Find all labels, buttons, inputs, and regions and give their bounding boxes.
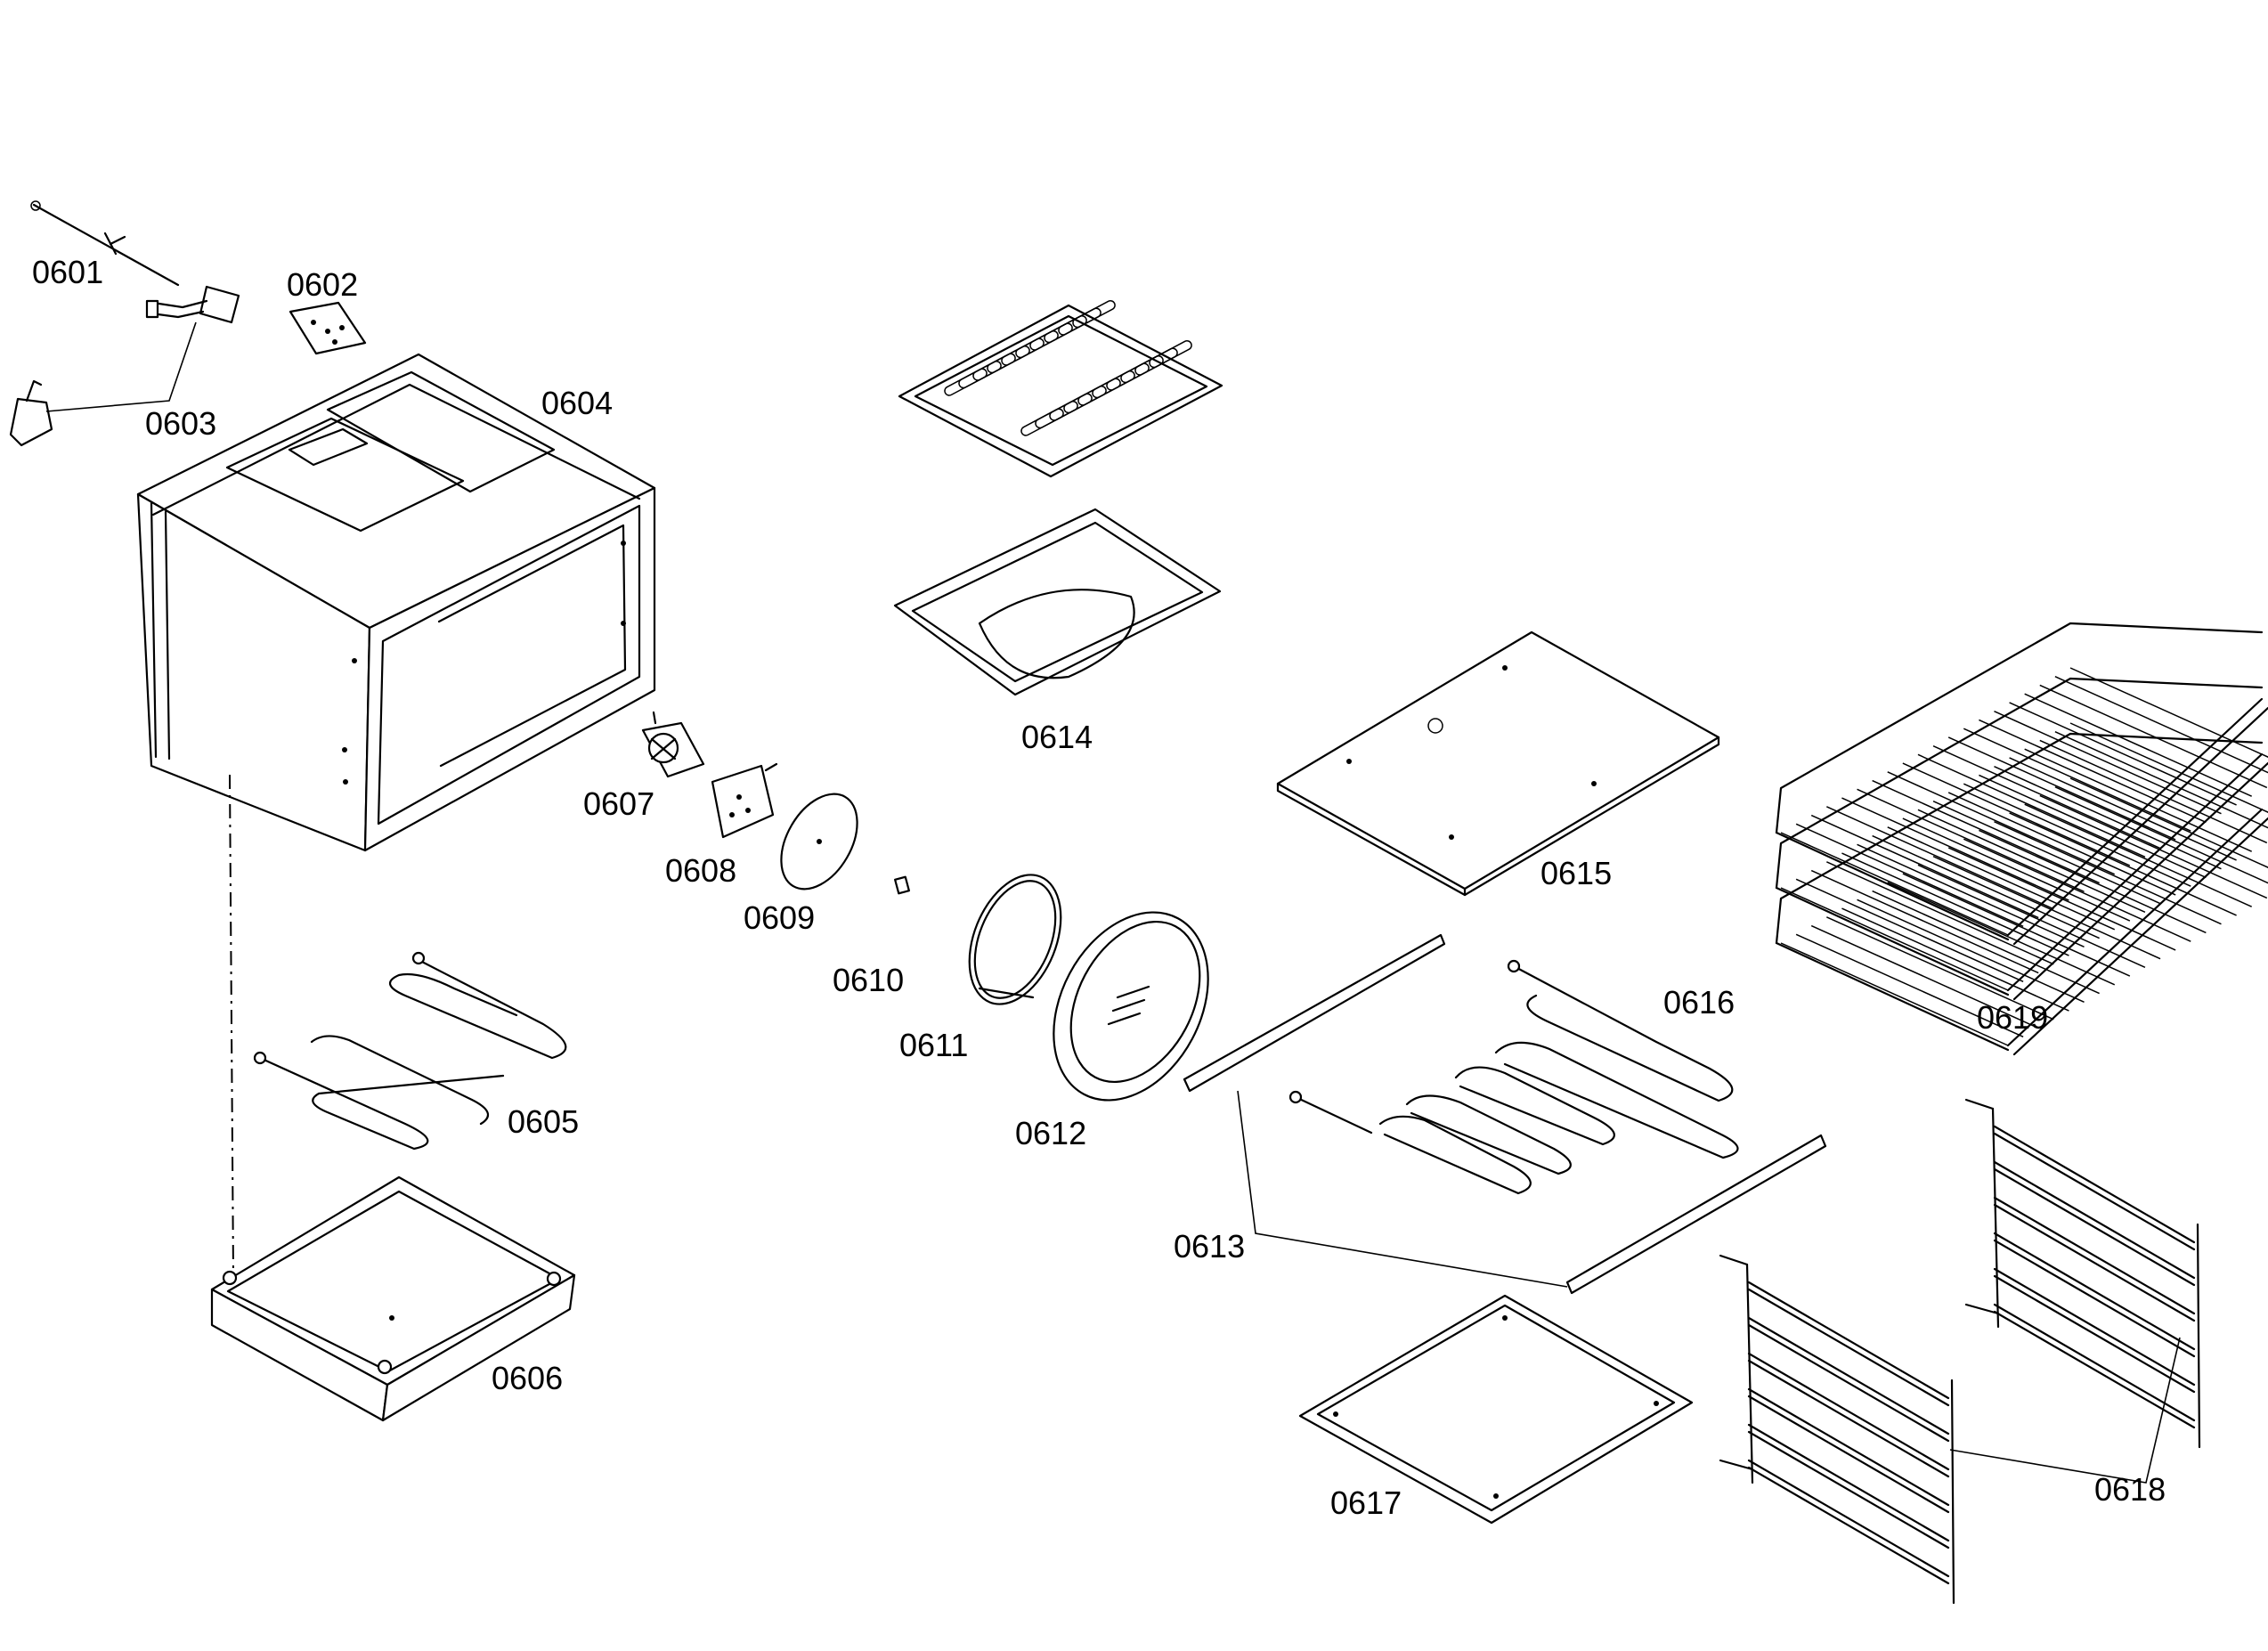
part-0602-terminal-block[interactable] [289,301,367,355]
part-0603-switch[interactable] [9,285,240,447]
part-0617-bottom-panel[interactable] [1298,1294,1694,1525]
part-0618-rack-supports[interactable] [1719,1098,2201,1605]
label-0602: 0602 [287,266,358,303]
label-0616: 0616 [1663,984,1735,1021]
part-0609-fan-disc[interactable] [766,781,873,902]
label-0615: 0615 [1540,855,1612,891]
label-0607: 0607 [583,785,654,822]
part-0601-sensor[interactable] [30,200,180,287]
part-0605-bake-elements[interactable] [253,951,567,1151]
label-0601: 0601 [32,254,103,290]
alignment-axis [229,774,234,1276]
part-0604-oven-cavity[interactable] [136,353,656,852]
label-0606: 0606 [492,1360,563,1396]
label-0617: 0617 [1330,1484,1402,1521]
label-0613: 0613 [1174,1228,1245,1265]
label-0610: 0610 [833,962,904,998]
label-0605: 0605 [508,1103,579,1140]
part-0611-ring-element[interactable] [952,861,1078,1017]
part-0615-top-panel[interactable] [1276,630,1720,897]
label-0608: 0608 [665,852,736,889]
label-0611: 0611 [899,1027,968,1063]
part-0619-oven-racks[interactable] [1775,622,2268,1056]
label-0604: 0604 [541,385,613,421]
part-0614-broil-pan[interactable] [893,299,1223,696]
part-0606-bottom-tray[interactable] [210,1175,576,1422]
part-0613-side-runners[interactable] [1183,933,1827,1295]
part-0612-fan-cover[interactable] [1023,885,1240,1126]
leader-lines [45,321,2181,1484]
part-0608-motor-bracket[interactable] [711,762,778,839]
label-0612: 0612 [1015,1115,1086,1151]
label-0609: 0609 [744,899,815,936]
label-0614: 0614 [1021,719,1093,755]
part-labels: 0601 0602 0603 0604 0605 0606 0607 0608 … [32,254,2166,1521]
label-0603: 0603 [145,405,216,442]
label-0618: 0618 [2094,1471,2166,1508]
part-0616-broil-elements[interactable] [1288,959,1739,1195]
label-0619: 0619 [1977,999,2048,1036]
part-0607-fan-motor[interactable] [641,711,705,778]
part-0610-nut[interactable] [894,875,910,895]
